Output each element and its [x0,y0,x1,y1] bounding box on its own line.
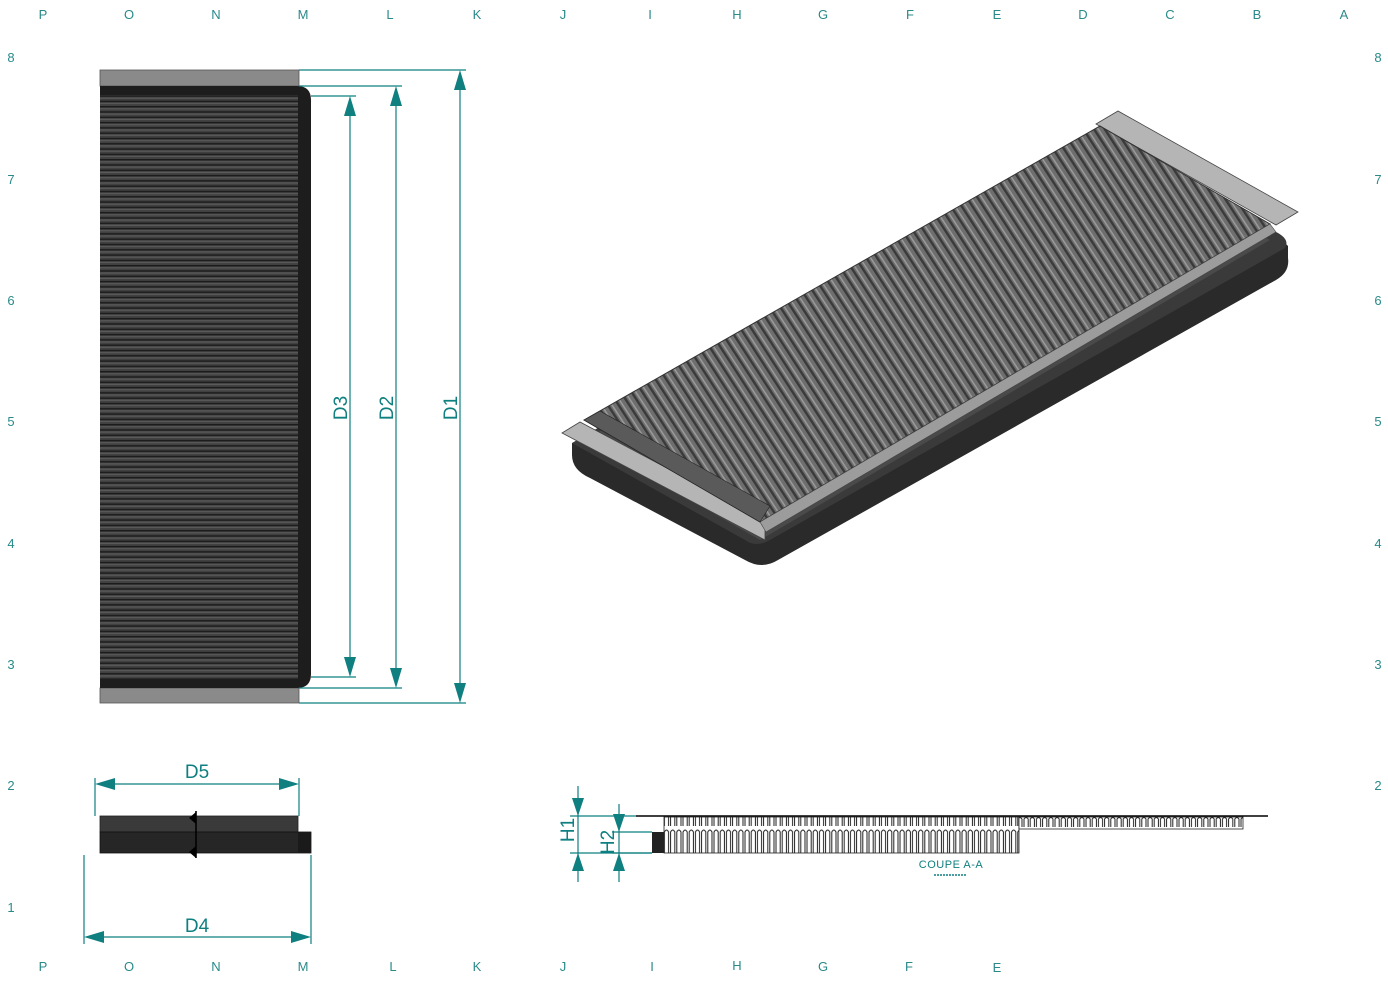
grid-row-label: 5 [7,414,14,429]
dimension-d2: D2 [299,85,402,689]
grid-col-label: L [389,959,396,974]
grid-col-label: O [124,959,134,974]
dimension-d4: D4 [83,855,312,944]
dimension-d1: D1 [299,69,466,704]
grid-col-label: F [905,959,913,974]
isometric-view [561,110,1299,565]
side-view [99,811,312,858]
grid-col-label: K [473,959,482,974]
dimension-d5: D5 [94,762,300,816]
dimension-label-d3: D3 [331,396,352,420]
bottom-flange [99,687,300,704]
grid-row-label: 2 [7,778,14,793]
dimension-d3: D3 [311,95,356,678]
row-labels-right: 8 7 6 5 4 3 2 [1374,50,1381,793]
top-flange [99,69,300,87]
grid-row-label: 7 [1374,172,1381,187]
dimension-label-d5: D5 [185,762,209,783]
dimension-h2: H2 [598,804,652,882]
grid-row-label: 5 [1374,414,1381,429]
grid-row-label: 4 [1374,536,1381,551]
grid-col-label: D [1078,7,1087,22]
grid-col-label: I [648,7,652,22]
grid-col-label: G [818,959,828,974]
side-lower-body [99,831,312,854]
grid-row-label: 2 [1374,778,1381,793]
dimension-label-d1: D1 [441,396,462,420]
section-view: COUPE A-A [636,815,1268,876]
dimension-label-d4: D4 [185,916,210,937]
grid-col-label: I [650,959,654,974]
section-left-block [652,832,664,853]
grid-row-label: 1 [7,900,14,915]
grid-col-label: H [732,7,741,22]
grid-col-label: E [993,960,1002,975]
section-caption: COUPE A-A [919,859,984,871]
column-labels-top: P O N M L K J I H G F E D C B A [39,7,1349,22]
grid-row-label: 7 [7,172,14,187]
grid-col-label: J [560,7,567,22]
grid-col-label: B [1253,7,1262,22]
grid-col-label: M [298,959,309,974]
grid-col-label: K [473,7,482,22]
grid-col-label: F [906,7,914,22]
grid-col-label: J [560,959,567,974]
grid-col-label: P [39,959,48,974]
section-arrow-top [189,812,196,824]
grid-col-label: N [211,959,220,974]
dimension-label-h1: H1 [558,818,579,842]
iso-top-flange-right [1095,110,1299,226]
grid-col-label: P [39,7,48,22]
grid-row-label: 6 [7,293,14,308]
section-pleats-tall [663,816,1020,854]
grid-row-label: 3 [7,657,14,672]
grid-row-label: 8 [1374,50,1381,65]
grid-col-label: C [1165,7,1174,22]
iso-end-strip [583,410,771,523]
grid-col-label: N [211,7,220,22]
column-labels-bottom: P O N M L K J I H G F E [39,958,1002,975]
side-lower-lip [298,832,311,853]
dimension-label-h2: H2 [598,830,619,854]
dimension-h1: H1 [558,786,652,882]
side-upper-body [99,815,299,833]
top-view [99,69,311,704]
grid-col-label: E [993,7,1002,22]
grid-col-label: G [818,7,828,22]
section-arrow-bottom [189,846,196,858]
grid-row-label: 4 [7,536,14,551]
dimension-label-d2: D2 [377,396,398,420]
grid-col-label: A [1340,7,1349,22]
iso-side-rail [759,223,1277,533]
grid-col-label: O [124,7,134,22]
section-pleats-short [1018,816,1244,830]
row-labels-left: 8 7 6 5 4 3 2 1 [7,50,14,915]
pleat-area [100,95,298,679]
grid-row-label: 6 [1374,293,1381,308]
grid-row-label: 3 [1374,657,1381,672]
grid-row-label: 8 [7,50,14,65]
grid-col-label: M [298,7,309,22]
grid-col-label: H [732,958,741,973]
grid-col-label: L [386,7,393,22]
